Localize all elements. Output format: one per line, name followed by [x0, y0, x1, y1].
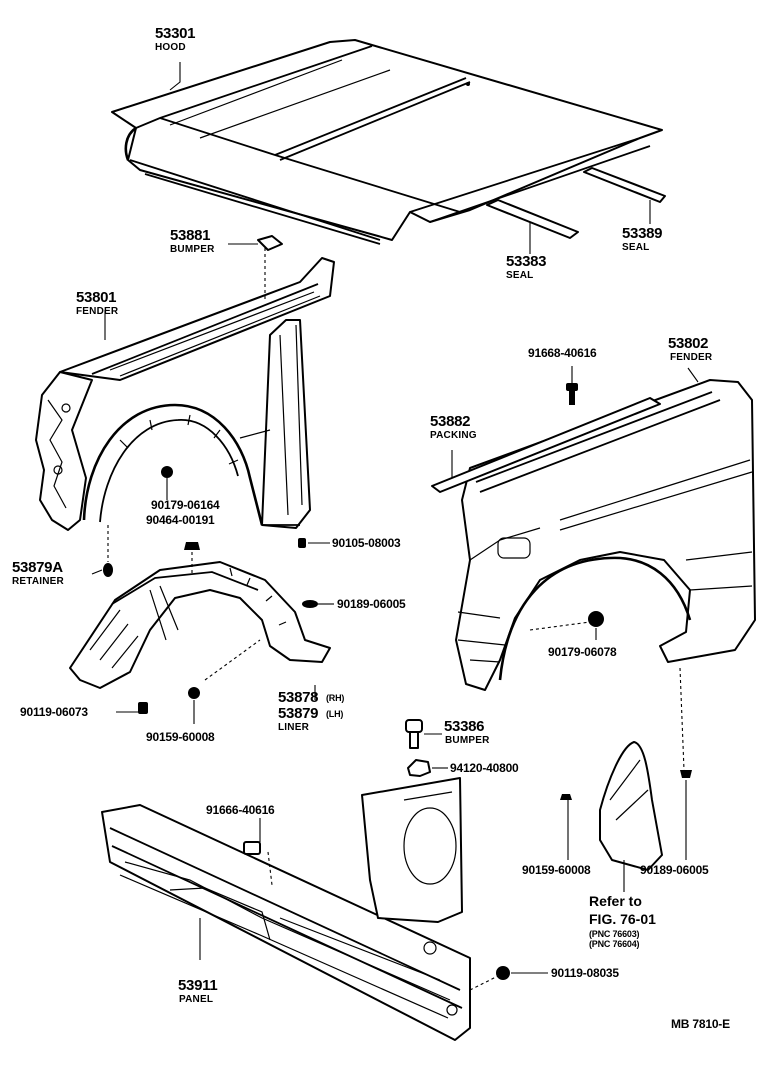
fasteners [91, 366, 692, 980]
fender-53802-name: FENDER [670, 352, 713, 363]
bumper-53386-number: 53386 [444, 718, 485, 735]
reference-line-2: FIG. 76-01 [589, 911, 656, 927]
fender-53802-drawing [455, 367, 756, 771]
clip-90189-06005-label-a: 90189-06005 [337, 597, 406, 611]
reference-line-1: Refer to [589, 893, 642, 909]
seal-53389-drawing [583, 167, 666, 224]
screw-90159-60008-label-a: 90159-60008 [146, 730, 215, 744]
seal-53389-number: 53389 [622, 225, 663, 242]
figure-code: MB 7810-E [671, 1017, 730, 1031]
reference-pnc-2: (PNC 76604) [589, 939, 640, 949]
panel-53911-drawing [101, 804, 501, 1041]
bolt-icon [566, 366, 578, 405]
screw-icon [496, 966, 548, 980]
screw-90119-08035-label: 90119-08035 [551, 966, 619, 980]
seal-53383-drawing [486, 199, 579, 254]
bumper-53386-name: BUMPER [445, 735, 490, 746]
clip-icon [184, 542, 200, 575]
bumper-53881-number: 53881 [170, 227, 211, 244]
screw-90119-06073-label: 90119-06073 [20, 705, 88, 719]
clip-90464-00191-label: 90464-00191 [146, 513, 215, 527]
seal-53383-number: 53383 [506, 253, 547, 270]
screw-90105-08003-label: 90105-08003 [332, 536, 401, 550]
liner-lh-tag: (LH) [326, 709, 344, 719]
fender-53802-number: 53802 [668, 335, 709, 352]
liner-53879-number: 53879 [278, 705, 319, 722]
packing-53882-number: 53882 [430, 413, 471, 430]
bumper-53881-drawing [228, 235, 283, 251]
panel-53911-number: 53911 [178, 977, 218, 994]
screw-icon [116, 702, 148, 714]
clip-icon [680, 770, 692, 778]
reference-pnc-1: (PNC 76603) [589, 929, 640, 939]
bolt-icon [405, 719, 442, 749]
clip-icon [588, 611, 604, 640]
hood-drawing [111, 39, 663, 245]
bumper-53881-name: BUMPER [170, 244, 215, 255]
clip-90189-06005-label-b: 90189-06005 [640, 863, 709, 877]
packing-53882-name: PACKING [430, 430, 477, 441]
screw-icon [188, 687, 200, 724]
retainer-53879a-number: 53879A [12, 559, 63, 576]
seal-53389-name: SEAL [622, 242, 650, 253]
clip-90179-06164-label: 90179-06164 [151, 498, 220, 512]
bolt-icon [243, 818, 273, 886]
packing-53882-drawing [431, 397, 661, 493]
splash-shield-drawing [361, 777, 463, 923]
liner-53878-number: 53878 [278, 689, 319, 706]
clip-icon [161, 466, 173, 500]
bolt-91668-40616-label: 91668-40616 [528, 346, 597, 360]
liner-rh-tag: (RH) [326, 693, 345, 703]
nut-94120-40800-label: 94120-40800 [450, 761, 519, 775]
liner-name: LINER [278, 722, 309, 733]
clip-icon [91, 525, 113, 577]
fender-53801-drawing [35, 248, 335, 531]
panel-53911-name: PANEL [179, 994, 214, 1005]
hood-part-name: HOOD [155, 42, 186, 53]
liner-drawing [69, 561, 331, 700]
fender-53801-name: FENDER [76, 306, 119, 317]
screw-icon [560, 794, 572, 800]
seal-53383-name: SEAL [506, 270, 534, 281]
hood-part-number: 53301 [155, 25, 196, 42]
nut-icon [407, 759, 448, 777]
retainer-53879a-name: RETAINER [12, 576, 64, 587]
bolt-91666-40616-label: 91666-40616 [206, 803, 275, 817]
clip-90179-06078-label: 90179-06078 [548, 645, 617, 659]
fender-53801-number: 53801 [76, 289, 117, 306]
screw-icon [298, 538, 330, 548]
screw-90159-60008-label-b: 90159-60008 [522, 863, 591, 877]
mud-flap-drawing [567, 741, 687, 892]
clip-icon [302, 600, 334, 608]
